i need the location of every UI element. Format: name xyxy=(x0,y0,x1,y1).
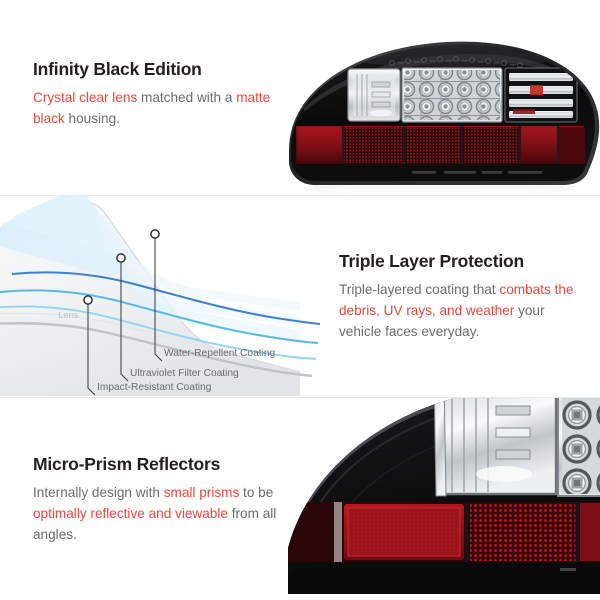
lens-coating-layers-diagram: Lens xyxy=(0,196,320,398)
panel-2-body-run-0: Triple-layered coating that xyxy=(339,282,500,298)
callout-marker-impact-resistant xyxy=(83,295,93,305)
panel-1-body-run-3: housing. xyxy=(64,110,120,126)
panel-1-body-run-2: matte black xyxy=(33,90,271,126)
panel-3-body: Internally design with small prisms to b… xyxy=(33,483,295,545)
panel-2-heading: Triple Layer Protection xyxy=(339,251,525,271)
panel-3-body-run-0: Internally design with xyxy=(33,485,164,501)
callout-label-ultraviolet: Ultraviolet Filter Coating xyxy=(130,368,239,379)
tail-light-full-view-image xyxy=(284,30,600,196)
tail-light-reflector-closeup-image xyxy=(288,398,600,600)
callout-label-water-repellent: Water-Repellent Coating xyxy=(164,348,276,359)
callout-label-impact-resistant: Impact-Resistant Coating xyxy=(97,382,212,393)
panel-triple-layer-protection: Lens Water-Repellent Coating Ultraviolet… xyxy=(0,196,600,398)
panel-micro-prism-reflectors: Micro-Prism Reflectors Internally design… xyxy=(0,398,600,600)
panel-3-body-run-4: from all angles. xyxy=(33,505,277,542)
feature-text-block-3: Micro-Prism Reflectors Internally design… xyxy=(33,454,295,545)
panel-1-body-run-1: matched with a xyxy=(137,90,237,106)
panel-3-body-run-1: small prisms xyxy=(163,485,240,501)
feature-text-block-2: Triple Layer Protection Triple-layered c… xyxy=(339,251,582,342)
lens-base-label: Lens xyxy=(58,310,79,321)
panel-1-body: Crystal clear lens matched with a matte … xyxy=(33,88,283,129)
panel-1-body-run-0: Crystal clear lens xyxy=(33,90,138,106)
panel-2-body-run-2: your vehicle faces everyday. xyxy=(339,302,545,339)
panel-2-body-run-1: combats the debris, UV rays, and weather xyxy=(339,282,574,318)
callout-marker-water-repellent xyxy=(150,229,160,239)
panel-divider-2 xyxy=(0,397,600,398)
panel-2-body: Triple-layered coating that combats the … xyxy=(339,280,582,342)
panel-3-body-run-3: optimally reflective and viewable xyxy=(33,505,228,521)
panel-divider-1 xyxy=(0,195,600,196)
panel-3-heading: Micro-Prism Reflectors xyxy=(33,454,221,474)
feature-text-block-1: Infinity Black Edition Crystal clear len… xyxy=(33,59,283,130)
panel-1-heading: Infinity Black Edition xyxy=(33,59,202,79)
panel-infinity-black-edition: Infinity Black Edition Crystal clear len… xyxy=(0,0,600,196)
panel-3-body-run-2: to be xyxy=(239,485,274,501)
callout-marker-ultraviolet xyxy=(116,253,126,263)
